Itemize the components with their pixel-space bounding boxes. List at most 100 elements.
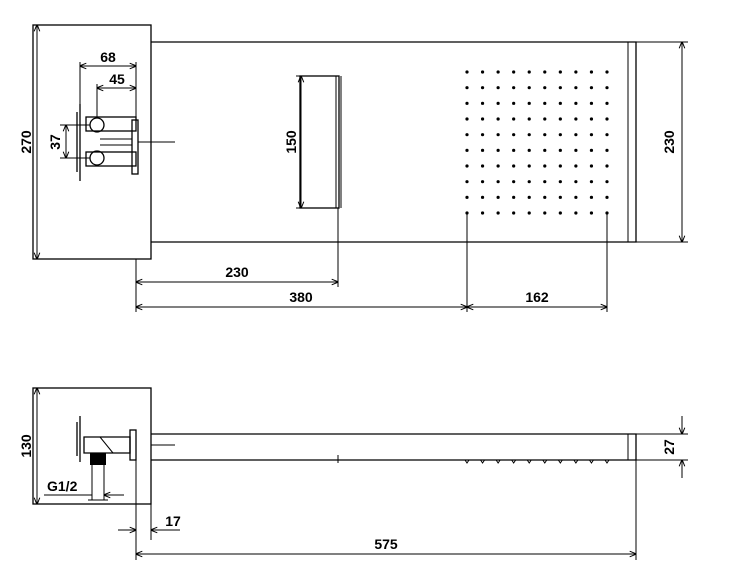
nozzle-dot bbox=[480, 70, 485, 74]
dim-270: 270 bbox=[18, 25, 37, 259]
nozzle-dot bbox=[558, 117, 562, 121]
nozzle-dot bbox=[480, 195, 485, 199]
nozzle-dot bbox=[496, 133, 500, 137]
dim-230-vertical: 230 bbox=[636, 42, 688, 242]
nozzle-dot bbox=[589, 164, 594, 168]
dim-162-label: 162 bbox=[525, 289, 549, 305]
nozzle-dot bbox=[480, 117, 485, 121]
dim-380-label: 380 bbox=[289, 289, 313, 305]
nozzle-dot bbox=[512, 180, 516, 184]
nozzle-dot bbox=[465, 117, 469, 121]
nozzle-dot bbox=[543, 180, 547, 184]
dim-45-label: 45 bbox=[109, 71, 125, 87]
nozzle-dot bbox=[480, 133, 485, 137]
nozzle-dot bbox=[496, 101, 500, 105]
nozzle-dot bbox=[558, 164, 562, 168]
shower-head-outline bbox=[151, 41, 637, 243]
side-nozzle bbox=[511, 459, 517, 464]
nozzle-dot bbox=[512, 86, 516, 90]
nozzle-dot bbox=[543, 70, 547, 74]
cascade-slot bbox=[299, 75, 340, 209]
dim-27-label: 27 bbox=[661, 439, 677, 455]
dim-150: 150 bbox=[283, 76, 336, 208]
dim-230-horizontal: 230 bbox=[136, 264, 338, 282]
nozzle-dot bbox=[465, 86, 469, 90]
nozzle-dot bbox=[543, 164, 547, 168]
nozzle-dot bbox=[574, 117, 578, 121]
nozzle-dot bbox=[543, 211, 547, 215]
dim-380: 380 bbox=[136, 289, 467, 307]
nozzle-dot bbox=[512, 117, 516, 121]
nozzle-dot bbox=[527, 148, 531, 152]
nozzle-dot bbox=[465, 164, 469, 168]
nozzle-dot bbox=[480, 211, 485, 215]
nozzle-dot bbox=[496, 164, 500, 168]
nozzle-dot bbox=[589, 86, 594, 90]
nozzle-dot bbox=[512, 148, 516, 152]
dim-575: 575 bbox=[136, 460, 636, 560]
nozzle-dot bbox=[574, 195, 578, 199]
nozzle-dot bbox=[480, 101, 485, 105]
nozzle-dot bbox=[589, 70, 594, 74]
nozzle-dot bbox=[527, 117, 531, 121]
nozzle-dot bbox=[558, 195, 562, 199]
nozzle-dot bbox=[465, 148, 469, 152]
dim-17: 17 bbox=[118, 460, 181, 560]
nozzle-dot bbox=[558, 211, 562, 215]
side-view: 130 27 G1/2 17 575 bbox=[18, 388, 688, 560]
nozzle-dot bbox=[589, 148, 594, 152]
nozzle-dot bbox=[574, 86, 578, 90]
nozzle-dot bbox=[574, 180, 578, 184]
nozzle-dot bbox=[527, 195, 531, 199]
nozzle-dot bbox=[496, 211, 500, 215]
nozzle-dot bbox=[480, 164, 485, 168]
nozzle-dot bbox=[527, 101, 531, 105]
side-nozzle bbox=[495, 459, 501, 464]
side-nozzle bbox=[464, 459, 470, 464]
nozzle-dot bbox=[496, 195, 500, 199]
nozzle-dot bbox=[574, 101, 578, 105]
nozzle-dot bbox=[558, 133, 562, 137]
nozzle-dot bbox=[512, 164, 516, 168]
side-nozzle bbox=[589, 459, 594, 464]
nozzle-dot bbox=[605, 101, 609, 105]
dim-45: 45 bbox=[97, 71, 136, 118]
nozzle-dot bbox=[465, 70, 469, 74]
top-view: 270 230 150 68 45 bbox=[18, 25, 688, 312]
nozzle-dot bbox=[465, 195, 469, 199]
dim-230-horizontal-label: 230 bbox=[225, 264, 249, 280]
dim-27: 27 bbox=[636, 416, 688, 478]
nozzle-dot bbox=[558, 70, 562, 74]
nozzle-dot bbox=[558, 180, 562, 184]
nozzle-dot bbox=[605, 70, 609, 74]
nozzle-dot bbox=[527, 133, 531, 137]
nozzle-dot bbox=[589, 133, 594, 137]
nozzle-dot bbox=[589, 180, 594, 184]
nozzle-dot bbox=[605, 86, 609, 90]
nozzle-dot bbox=[543, 195, 547, 199]
nozzle-dot bbox=[480, 86, 485, 90]
nozzle-dot bbox=[543, 117, 547, 121]
side-nozzle bbox=[557, 459, 563, 464]
dim-130: 130 bbox=[18, 388, 37, 504]
side-nozzle bbox=[542, 459, 548, 464]
valve-thread-hatch bbox=[90, 453, 106, 465]
nozzle-dot bbox=[558, 101, 562, 105]
nozzle-dot bbox=[527, 70, 531, 74]
dim-thread-label: G1/2 bbox=[47, 478, 78, 494]
nozzle-dot bbox=[480, 148, 485, 152]
nozzle-dot bbox=[465, 180, 469, 184]
dim-17-label: 17 bbox=[165, 513, 181, 529]
nozzle-dot bbox=[527, 86, 531, 90]
valve-assembly bbox=[76, 104, 175, 181]
nozzle-dot bbox=[496, 70, 500, 74]
nozzle-dot bbox=[574, 70, 578, 74]
side-nozzle bbox=[526, 459, 532, 464]
dim-37-label: 37 bbox=[47, 134, 63, 150]
nozzle-dot bbox=[543, 133, 547, 137]
nozzle-dot bbox=[480, 180, 485, 184]
dim-575-label: 575 bbox=[374, 536, 398, 552]
side-nozzle bbox=[480, 459, 485, 464]
nozzle-dot bbox=[512, 195, 516, 199]
